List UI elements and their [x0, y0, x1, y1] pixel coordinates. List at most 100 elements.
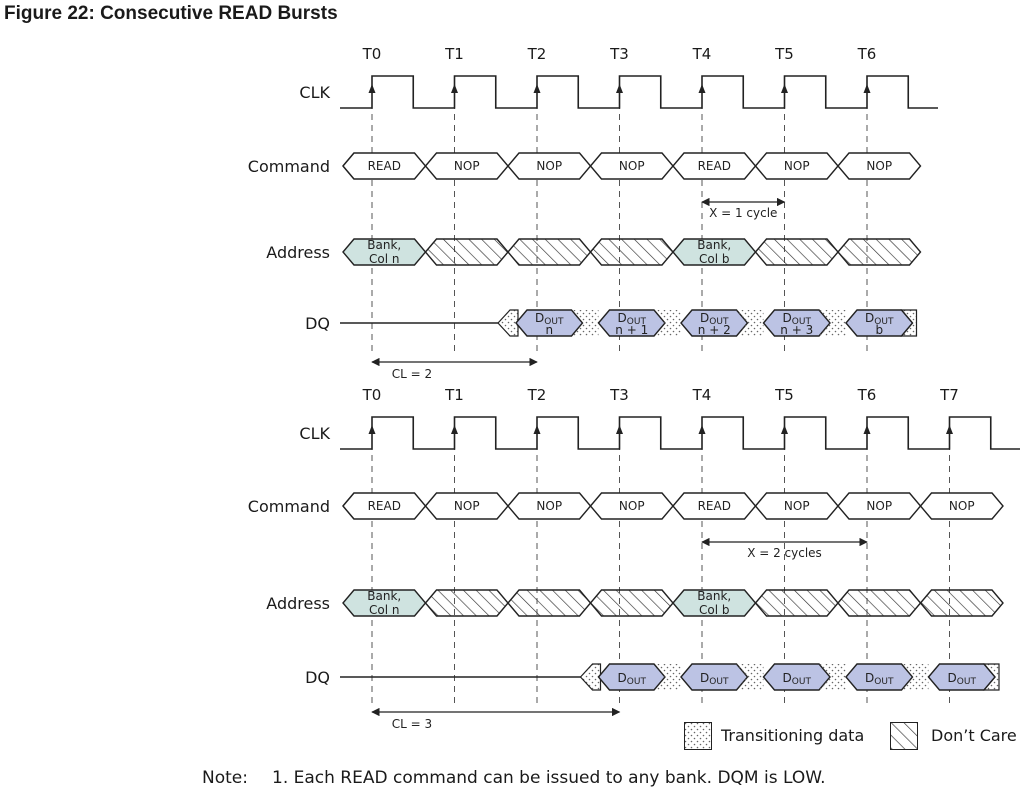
dq-transition-out	[900, 309, 918, 337]
signal-label-clk: CLK	[299, 83, 330, 102]
address-cell-dont-care	[837, 589, 922, 617]
clk-rising-edge-arrow	[698, 425, 706, 434]
dq-transition	[654, 310, 681, 336]
dq-transition	[571, 310, 599, 336]
clk-rising-edge-arrow	[781, 84, 788, 93]
clk-rising-edge-arrow	[368, 84, 376, 93]
address-bank-label: Bank,	[367, 589, 401, 603]
dq-transition	[901, 664, 929, 690]
signal-label-dq: DQ	[305, 314, 330, 333]
clk-rising-edge-arrow	[616, 84, 623, 93]
clock-label-t2: T2	[527, 45, 547, 63]
x-spacing-label: X = 1 cycle	[709, 206, 777, 220]
address-bank-label: Bank,	[697, 238, 731, 252]
command-label: NOP	[454, 159, 480, 173]
clock-label-t4: T4	[692, 386, 712, 404]
clock-label-t6: T6	[857, 386, 877, 404]
clock-label-t7: T7	[939, 386, 959, 404]
legend-transitioning-data: Transitioning data	[684, 718, 874, 752]
clock-label-t0: T0	[362, 45, 382, 63]
address-bank-label: Bank,	[697, 589, 731, 603]
dont-care-swatch	[890, 722, 918, 750]
cas-latency-label: CL = 2	[392, 367, 432, 381]
dq-transition-in	[497, 309, 519, 337]
clk-rising-edge-arrow	[616, 425, 623, 434]
address-col-label: Col b	[699, 252, 730, 266]
dq-dout-index: n + 1	[615, 323, 648, 337]
clock-label-t5: T5	[774, 386, 794, 404]
command-cell	[919, 492, 1004, 520]
command-label: NOP	[536, 159, 562, 173]
dq-transition-in	[579, 663, 602, 691]
clk-rising-edge-arrow	[533, 425, 541, 434]
dq-transition	[819, 310, 846, 336]
command-label: NOP	[536, 499, 562, 513]
command-label: NOP	[454, 499, 480, 513]
dq-dout-index: b	[875, 323, 883, 337]
legend-transitioning-label: Transitioning data	[721, 726, 865, 745]
clock-label-t6: T6	[857, 45, 877, 63]
signal-label-dq: DQ	[305, 668, 330, 687]
clk-waveform	[340, 75, 938, 109]
address-cell-dont-care	[507, 238, 592, 266]
address-col-label: Col n	[369, 603, 399, 617]
command-label: NOP	[866, 499, 892, 513]
signal-label-address: Address	[266, 594, 330, 613]
clk-rising-edge-arrow	[946, 425, 953, 434]
address-cell-dont-care	[424, 589, 509, 617]
clk-rising-edge-arrow	[451, 84, 458, 93]
clock-label-t4: T4	[692, 45, 712, 63]
dq-transition-out	[982, 663, 1000, 691]
signal-label-clk: CLK	[299, 424, 330, 443]
dq-transition	[736, 664, 764, 690]
address-cell-dont-care	[589, 238, 674, 266]
note-text: 1. Each READ command can be issued to an…	[272, 768, 826, 788]
dq-dout-index: n + 2	[698, 323, 731, 337]
dq-transition	[654, 664, 681, 690]
legend-dont-care: Don’t Care	[890, 718, 1020, 752]
address-cell-dont-care	[754, 238, 839, 266]
clk-rising-edge-arrow	[368, 425, 376, 434]
x-spacing-label: X = 2 cycles	[747, 546, 822, 560]
transitioning-data-swatch	[684, 722, 712, 750]
clock-label-t3: T3	[609, 45, 629, 63]
command-label: NOP	[619, 499, 645, 513]
command-label: READ	[368, 499, 401, 513]
command-label: NOP	[784, 499, 810, 513]
signal-label-address: Address	[266, 243, 330, 262]
clock-label-t2: T2	[527, 386, 547, 404]
clock-label-t1: T1	[444, 386, 464, 404]
command-label: NOP	[784, 159, 810, 173]
dq-dout-index: n	[545, 323, 553, 337]
clk-rising-edge-arrow	[863, 425, 871, 434]
signal-label-command: Command	[248, 497, 330, 516]
address-col-label: Col b	[699, 603, 730, 617]
cas-latency-label: CL = 3	[392, 717, 432, 731]
address-cell-dont-care	[919, 589, 1004, 617]
clock-label-t3: T3	[609, 386, 629, 404]
clk-rising-edge-arrow	[533, 84, 541, 93]
figure-title: Figure 22: Consecutive READ Bursts	[4, 3, 338, 24]
clk-rising-edge-arrow	[781, 425, 788, 434]
clk-waveform	[340, 416, 1020, 450]
command-label: NOP	[949, 499, 975, 513]
address-col-label: Col n	[369, 252, 399, 266]
note-label: Note:	[202, 768, 248, 788]
address-cell-dont-care	[507, 589, 592, 617]
clock-label-t0: T0	[362, 386, 382, 404]
command-cell	[837, 152, 922, 180]
address-cell-dont-care	[754, 589, 839, 617]
command-label: READ	[698, 499, 731, 513]
command-label: READ	[698, 159, 731, 173]
clk-rising-edge-arrow	[863, 84, 871, 93]
clock-label-t5: T5	[774, 45, 794, 63]
signal-label-command: Command	[248, 157, 330, 176]
note: Note: 1. Each READ command can be issued …	[202, 768, 826, 788]
command-label: READ	[368, 159, 401, 173]
clock-label-t1: T1	[444, 45, 464, 63]
command-label: NOP	[866, 159, 892, 173]
command-label: NOP	[619, 159, 645, 173]
